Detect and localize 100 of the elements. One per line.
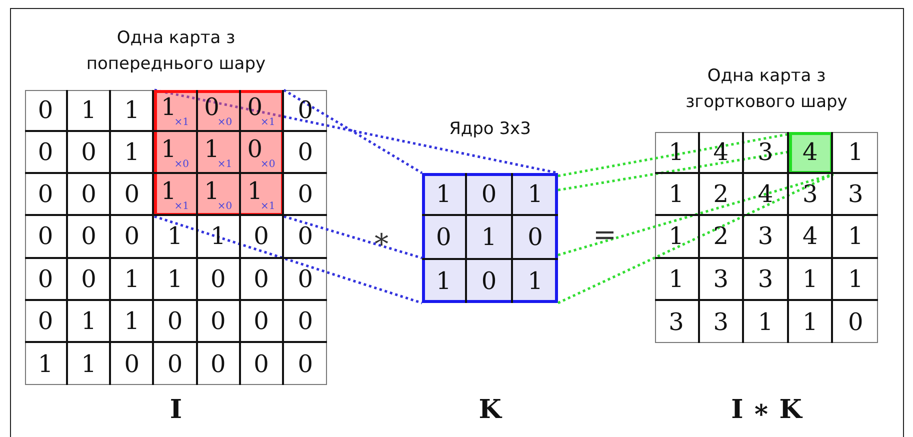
matrix-symbol: I ∗ K (731, 395, 802, 425)
matrix-value: 4 (802, 138, 818, 166)
matrix-value: 0$_{×0}$ (247, 134, 276, 170)
matrix-value: 1$_{×1}$ (160, 176, 189, 212)
matrix-value: 3 (848, 180, 864, 208)
matrix-symbol: I (170, 395, 182, 425)
matrix-value: 0 (124, 350, 140, 378)
matrix-symbol: K (478, 395, 502, 425)
matrix-value: 1 (802, 308, 818, 336)
matrix-value: 3 (758, 264, 774, 293)
matrix-value: 0 (124, 222, 140, 250)
matrix-value: 4 (713, 138, 729, 166)
matrix-value: 1 (802, 264, 818, 293)
matrix-value: 0 (254, 264, 269, 293)
matrix-value: 1 (668, 264, 684, 293)
matrix-value: 3 (713, 308, 729, 336)
matrix-title: Одна карта з згорткового шару (684, 64, 848, 114)
matrix-value: 0 (298, 180, 314, 208)
matrix-value: 1 (124, 96, 140, 124)
matrix-value: 0 (81, 180, 96, 208)
highlight-window (788, 132, 834, 174)
matrix-value: 0 (210, 306, 226, 335)
matrix-value: 1 (481, 222, 497, 251)
matrix-value: 1 (668, 222, 684, 250)
matrix-value: 0$_{×1}$ (247, 92, 276, 128)
matrix-value: 0 (38, 264, 54, 293)
matrix-value: 1$_{×1}$ (247, 176, 276, 212)
matrix-value: 0 (210, 350, 226, 378)
matrix-value: 1 (81, 96, 96, 124)
matrix-value: 0$_{×0}$ (204, 92, 232, 128)
matrix-value: 1$_{×0}$ (160, 134, 189, 170)
matrix-title: Ядро 3x3 (449, 118, 531, 141)
matrix-value: 1 (81, 350, 96, 378)
matrix-value: 0 (81, 222, 96, 250)
matrix-value: 0 (298, 222, 314, 250)
matrix-value: 1 (758, 308, 774, 336)
matrix-value: 0 (210, 264, 226, 293)
projection-line (558, 150, 789, 192)
operator-sign: ∗ (372, 222, 392, 255)
matrix-value: 1 (81, 306, 96, 335)
matrix-value: 0 (124, 180, 140, 208)
matrix-value: 1 (436, 267, 452, 296)
matrix-value: 0 (38, 96, 54, 124)
matrix-value: 1 (167, 264, 183, 293)
matrix-value: 0 (298, 96, 314, 124)
matrix-value: 0 (81, 264, 96, 293)
projection-line (154, 88, 558, 174)
matrix-value: 0 (81, 138, 96, 166)
matrix-value: 1 (848, 138, 864, 166)
operator-sign: = (593, 218, 616, 251)
matrix-value: 3 (713, 264, 729, 293)
matrix-value: 0 (38, 222, 54, 250)
matrix-value: 0 (38, 138, 54, 166)
projection-line (558, 132, 790, 178)
matrix-value: 0 (254, 350, 269, 378)
matrix-value: 3 (758, 222, 774, 250)
matrix-value: 0 (528, 222, 543, 251)
projection-line (154, 215, 422, 304)
matrix-value: 0 (298, 264, 314, 293)
matrix-value: 1 (848, 264, 864, 293)
matrix-value: 1 (668, 180, 684, 208)
matrix-value: 0 (254, 222, 269, 250)
matrix-value: 3 (802, 180, 818, 208)
matrix-value: 1 (124, 138, 140, 166)
matrix-value: 1 (210, 222, 226, 250)
matrix-value: 1$_{×0}$ (204, 176, 232, 212)
projection-line (283, 215, 422, 260)
matrix-value: 0 (298, 138, 314, 166)
matrix-title: Одна карта з попереднього шару (85, 27, 267, 76)
matrix-value: 0 (38, 180, 54, 208)
projection-line (557, 173, 834, 304)
matrix-value: 0 (38, 306, 54, 335)
matrix-value: 1 (528, 180, 543, 208)
matrix-value: 0 (436, 222, 452, 251)
matrix-value: 4 (802, 222, 818, 250)
matrix-value: 0 (298, 350, 314, 378)
matrix-value: 1 (436, 180, 452, 208)
matrix-value: 3 (668, 308, 684, 336)
matrix-value: 2 (713, 180, 729, 208)
matrix-value: 1 (848, 222, 864, 250)
matrix-value: 1 (38, 350, 54, 378)
matrix-value: 4 (758, 180, 774, 208)
matrix-value: 0 (848, 308, 864, 336)
matrix-value: 1 (668, 138, 684, 166)
projection-line (283, 88, 423, 174)
matrix-value: 1$_{×1}$ (160, 92, 189, 128)
matrix-value: 0 (254, 306, 269, 335)
matrix-value: 2 (713, 222, 729, 250)
matrix-value: 3 (758, 138, 774, 166)
highlight-window (154, 90, 284, 216)
matrix-value: 0 (167, 306, 183, 335)
matrix-value: 1 (528, 267, 543, 296)
matrix-value: 1$_{×1}$ (204, 134, 232, 170)
matrix-value: 1 (124, 306, 140, 335)
matrix-value: 0 (481, 180, 497, 208)
matrix-value: 0 (167, 350, 183, 378)
matrix-value: 1 (124, 264, 140, 293)
matrix-value: 0 (481, 267, 497, 296)
matrix-value: 0 (298, 306, 314, 335)
matrix-value: 1 (167, 222, 183, 250)
